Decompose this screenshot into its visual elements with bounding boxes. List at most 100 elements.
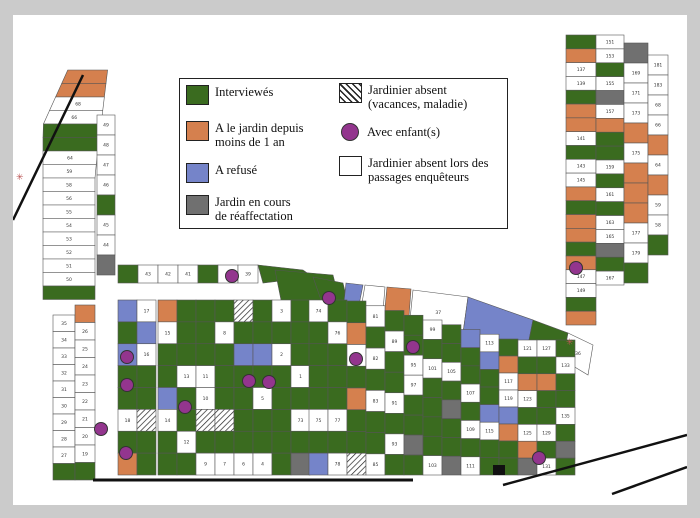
garden-plot-203 bbox=[441, 418, 462, 438]
plot-number: 35 bbox=[61, 321, 67, 327]
legend-label-interviewed: Interviewés bbox=[215, 85, 274, 99]
garden-plot-141 bbox=[290, 452, 311, 476]
plot-number: 3 bbox=[280, 308, 283, 314]
plot-number: 44 bbox=[103, 243, 109, 249]
plot-number: 11 bbox=[203, 374, 209, 380]
legend-refused: A refusé bbox=[186, 163, 257, 183]
garden-plot-248 bbox=[555, 373, 576, 391]
garden-plot-110 bbox=[233, 299, 254, 323]
garden-plot-149 bbox=[308, 452, 329, 476]
garden-plot-21 bbox=[96, 194, 116, 216]
plot-number: 165 bbox=[606, 234, 615, 240]
garden-plot-301 bbox=[623, 202, 649, 224]
plot-number: 93 bbox=[392, 442, 398, 448]
garden-plot-24 bbox=[96, 254, 116, 276]
garden-plot-283 bbox=[595, 145, 625, 161]
garden-plot-29 bbox=[197, 264, 219, 284]
garden-plot-194 bbox=[422, 397, 443, 418]
plot-number: 19 bbox=[82, 451, 88, 457]
garden-plot-111 bbox=[233, 321, 254, 345]
plot-number: 54 bbox=[66, 223, 72, 229]
plot-number: 139 bbox=[577, 81, 586, 87]
garden-plot-239 bbox=[536, 356, 557, 375]
plot-number: 12 bbox=[184, 440, 190, 446]
garden-plot-181 bbox=[384, 454, 405, 476]
garden-plot-304 bbox=[623, 262, 649, 284]
garden-plot-106 bbox=[214, 387, 235, 410]
garden-plot-162 bbox=[346, 387, 367, 411]
plot-number: 2 bbox=[280, 352, 283, 358]
garden-plot-293 bbox=[623, 42, 649, 64]
garden-plot-199 bbox=[441, 343, 462, 363]
garden-plot-282 bbox=[595, 131, 625, 147]
plot-number: 171 bbox=[632, 91, 641, 97]
plot-number: 155 bbox=[606, 81, 615, 87]
plot-number: 157 bbox=[606, 109, 615, 115]
plot-number: 42 bbox=[165, 272, 171, 278]
plot-number: 59 bbox=[655, 203, 661, 209]
garden-plot-163 bbox=[346, 409, 367, 432]
legend-swatch-refused bbox=[186, 163, 209, 183]
plot-number: 30 bbox=[61, 403, 67, 409]
compass-mark: ✳ bbox=[16, 173, 24, 183]
plot-number: 175 bbox=[632, 151, 641, 157]
child-marker bbox=[178, 400, 192, 414]
garden-plot-204 bbox=[441, 437, 462, 457]
garden-plot-123 bbox=[252, 409, 273, 432]
plot-number: 153 bbox=[606, 53, 615, 59]
plot-number: 45 bbox=[103, 223, 109, 229]
garden-plot-198 bbox=[441, 324, 462, 344]
garden-plot-102 bbox=[214, 299, 235, 323]
plot-number: 68 bbox=[655, 103, 661, 109]
garden-plot-258 bbox=[565, 89, 597, 105]
garden-plot-152 bbox=[327, 343, 348, 366]
garden-plot-218 bbox=[479, 404, 500, 423]
garden-plot-205 bbox=[441, 455, 462, 476]
plot-number: 66 bbox=[71, 115, 77, 121]
plot-number: 29 bbox=[61, 420, 67, 426]
plot-number: 147 bbox=[577, 274, 586, 280]
legend-child-dot-icon bbox=[341, 123, 359, 141]
garden-plot-148 bbox=[308, 430, 329, 454]
garden-plot-291 bbox=[595, 256, 625, 272]
plot-number: 76 bbox=[335, 330, 341, 336]
plot-number: 121 bbox=[523, 346, 532, 352]
garden-plot-61 bbox=[74, 462, 96, 481]
garden-plot-94 bbox=[195, 299, 216, 323]
garden-plot-115 bbox=[233, 409, 254, 432]
garden-plot-242 bbox=[536, 407, 557, 425]
child-marker bbox=[406, 340, 420, 354]
garden-plot-145 bbox=[308, 365, 329, 388]
dark-marker bbox=[493, 465, 505, 475]
plot-number: 77 bbox=[335, 418, 341, 424]
garden-plot-171 bbox=[365, 411, 386, 433]
plot-number: 179 bbox=[632, 251, 641, 257]
plot-number: 111 bbox=[466, 463, 475, 469]
garden-plot-118 bbox=[252, 299, 273, 323]
garden-plot-216 bbox=[479, 369, 500, 388]
legend-label-absent-leave: Jardinier absent (vacances, maladie) bbox=[368, 83, 468, 111]
garden-plot-188 bbox=[403, 434, 424, 456]
garden-plot-82 bbox=[157, 387, 178, 410]
plot-number: 37 bbox=[435, 310, 441, 316]
plot-number: 53 bbox=[66, 236, 72, 242]
plot-number: 97 bbox=[411, 383, 417, 389]
legend-swatch-absent bbox=[339, 156, 362, 176]
child-marker bbox=[349, 352, 363, 366]
child-marker bbox=[242, 374, 256, 388]
garden-plot-73 bbox=[136, 365, 157, 388]
plot-number: 39 bbox=[245, 272, 251, 278]
plot-number: 56 bbox=[66, 196, 72, 202]
plot-number: 113 bbox=[485, 341, 494, 347]
garden-plot-285 bbox=[595, 173, 625, 189]
plot-number: 64 bbox=[655, 163, 661, 169]
plot-number: 89 bbox=[392, 339, 398, 345]
garden-plot-196 bbox=[422, 435, 443, 456]
plot-number: 68 bbox=[75, 101, 81, 107]
legend-absent-leave: Jardinier absent (vacances, maladie) bbox=[339, 83, 467, 111]
garden-plot-231 bbox=[517, 356, 538, 375]
legend-label-refused: A refusé bbox=[215, 163, 257, 177]
plot-number: 66 bbox=[655, 123, 661, 129]
garden-plot-266 bbox=[565, 200, 597, 215]
garden-plot-202 bbox=[441, 399, 462, 419]
